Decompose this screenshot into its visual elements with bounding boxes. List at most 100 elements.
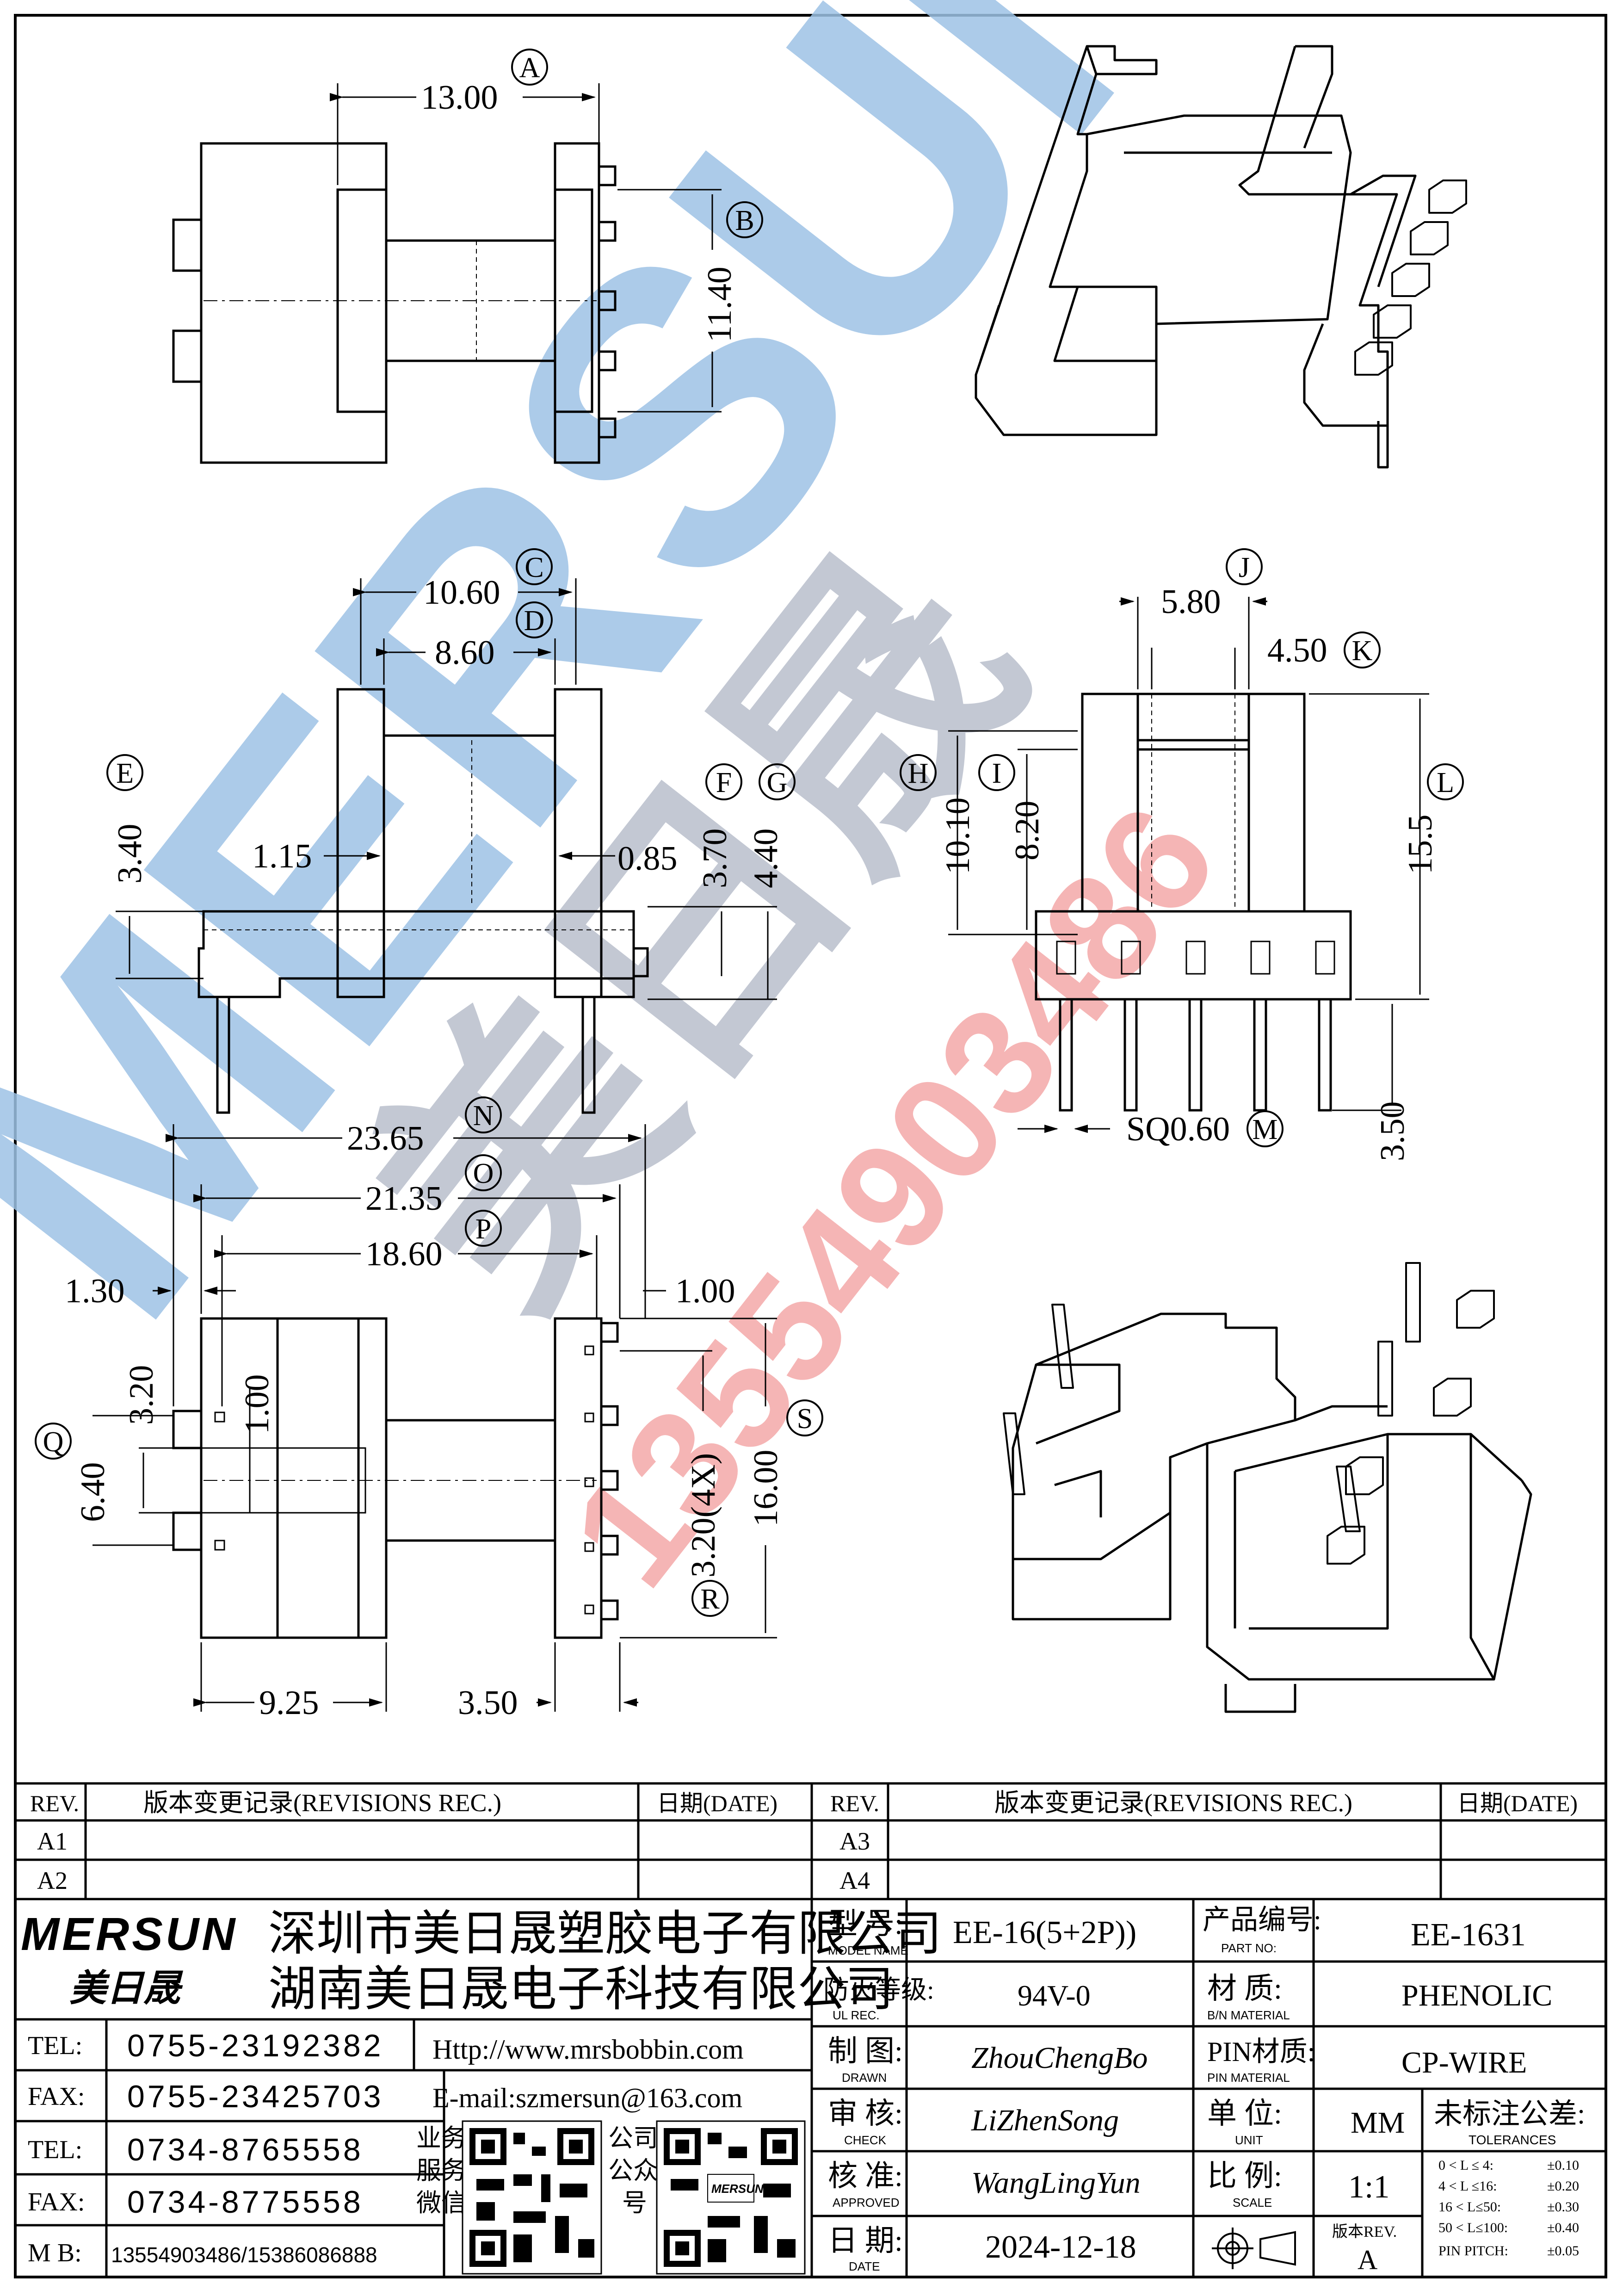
contact-value-2: 0755-23425703 <box>127 2079 383 2114</box>
dim-o: 21.35 <box>365 1180 443 1218</box>
dim-c: 10.60 <box>423 574 500 612</box>
company-name-2: 湖南美日晟电子科技有限公司 <box>268 1963 894 2016</box>
field-scale-cn: 比 例: <box>1207 2160 1282 2192</box>
field-pin-cn: PIN材质: <box>1207 2036 1315 2067</box>
field-pin-value: CP-WIRE <box>1401 2046 1527 2079</box>
field-drawn-cn: 制 图: <box>828 2035 903 2067</box>
callout-l: L <box>1437 767 1454 798</box>
contact-label-5: M B: <box>28 2239 82 2267</box>
field-rev-label: 版本REV. <box>1332 2223 1397 2240</box>
tol-val-3: ±0.30 <box>1547 2199 1579 2215</box>
field-unit-value: MM <box>1351 2106 1405 2140</box>
tol-range-2: 4 < L ≤16: <box>1438 2178 1497 2194</box>
field-drawn-en: DRAWN <box>842 2071 887 2085</box>
qr2-label-2: 公众 <box>608 2157 658 2185</box>
company-logo: MERSUN <box>21 1908 238 1960</box>
callout-b: B <box>735 205 754 236</box>
dim-n: 23.65 <box>347 1120 424 1157</box>
company-logo-cn: 美日晟 <box>69 1968 183 2009</box>
field-check-value: LiZhenSong <box>971 2104 1119 2137</box>
field-material-en: B/N MATERIAL <box>1207 2008 1290 2022</box>
qr1-label-1: 业务 <box>416 2124 466 2152</box>
dim-h: 10.10 <box>939 798 977 875</box>
rev-rec-left: 版本变更记录(REVISIONS REC.) <box>143 1789 501 1817</box>
tol-val-2: ±0.20 <box>1547 2178 1579 2194</box>
callout-f: F <box>716 767 732 798</box>
title-fields-right: 产品编号: PART NO: EE-1631 材 质: B/N MATERIAL… <box>1203 1905 1552 2275</box>
qr1-label-2: 服务 <box>416 2157 466 2185</box>
callout-c: C <box>525 552 543 583</box>
field-ul-en: UL REC. <box>833 2008 880 2022</box>
dim-1-00-right: 1.00 <box>675 1272 735 1310</box>
dim-f: 3.70 <box>696 829 734 889</box>
tol-range-1: 0 < L ≤ 4: <box>1438 2158 1493 2173</box>
field-date-en: DATE <box>849 2259 880 2273</box>
dim-b: 11.40 <box>701 266 739 342</box>
company-block: MERSUN 美日晟 深圳市美日晟塑胶电子有限公司 湖南美日晟电子科技有限公司 … <box>21 1907 942 2267</box>
title-block-grid <box>14 1782 1607 2278</box>
field-material-cn: 材 质: <box>1207 1972 1282 2005</box>
dim-e: 3.40 <box>111 824 149 884</box>
company-email: E-mail:szmersun@163.com <box>432 2083 742 2113</box>
dim-g: 4.40 <box>747 829 785 889</box>
rev-a1: A1 <box>37 1827 68 1855</box>
dim-1-30: 1.30 <box>65 1272 125 1310</box>
field-scale-value: 1:1 <box>1348 2169 1389 2205</box>
field-date-cn: 日 期: <box>828 2224 903 2257</box>
dim-l: 15.5 <box>1401 815 1439 875</box>
field-drawn-value: ZhouChengBo <box>971 2041 1148 2075</box>
qr1-label-3: 微信 <box>416 2189 466 2217</box>
watermark: MERSUN 美日晟 13554903486 <box>0 0 1319 1616</box>
field-check-cn: 审 核: <box>828 2097 903 2130</box>
dim-9-25: 9.25 <box>259 1684 319 1722</box>
tol-en: TOLERANCES <box>1469 2133 1556 2147</box>
field-scale-en: SCALE <box>1233 2196 1272 2209</box>
tol-title: 未标注公差: <box>1434 2098 1585 2130</box>
field-ul-cn: 防火等级: <box>823 1976 934 2005</box>
contact-value-3: 0734-8765558 <box>127 2132 364 2167</box>
dim-3-50: 3.50 <box>458 1684 518 1722</box>
field-rev-value: A <box>1358 2245 1377 2275</box>
contact-label-3: TEL: <box>28 2135 82 2164</box>
callout-g: G <box>767 767 788 798</box>
field-model-value: EE-16(5+2P)) <box>953 1915 1136 1950</box>
isometric-view-bottom <box>1003 1262 1532 1713</box>
callout-h: H <box>908 758 929 789</box>
field-model-cn: 型 号: <box>828 1907 903 1940</box>
callouts <box>35 49 1464 1617</box>
qr-code-business <box>462 2120 602 2275</box>
callout-k: K <box>1352 635 1373 667</box>
dim-m: SQ0.60 <box>1126 1110 1230 1148</box>
dim-i: 8.20 <box>1008 801 1046 861</box>
view-side <box>948 597 1429 1133</box>
dim-0-85: 0.85 <box>617 840 678 878</box>
contact-label-1: TEL: <box>28 2031 82 2060</box>
rev-date-right: 日期(DATE) <box>1457 1790 1578 1816</box>
rev-a4: A4 <box>839 1867 870 1894</box>
revision-table: REV. 版本变更记录(REVISIONS REC.) 日期(DATE) A1 … <box>30 1789 1578 1894</box>
field-approved-cn: 核 准: <box>828 2160 903 2192</box>
rev-a2: A2 <box>37 1867 68 1894</box>
field-approved-value: WangLingYun <box>971 2166 1141 2200</box>
qr2-label-3: 号 <box>622 2189 647 2217</box>
field-date-value: 2024-12-18 <box>985 2229 1136 2265</box>
dim-1-00-left: 1.00 <box>238 1374 276 1435</box>
isometric-view-top <box>975 45 1467 469</box>
dim-j: 5.80 <box>1161 583 1221 621</box>
tolerance-block: 未标注公差: TOLERANCES 0 < L ≤ 4: ±0.10 4 < L… <box>1434 2098 1585 2259</box>
callout-p: P <box>475 1213 491 1245</box>
callout-d: D <box>524 605 545 637</box>
callout-m: M <box>1252 1114 1277 1145</box>
view-bottom <box>93 1124 777 1712</box>
view-front <box>116 578 777 1114</box>
dim-m2: 3.50 <box>1374 1102 1412 1162</box>
contact-value-5: 13554903486/15386086888 <box>111 2243 377 2267</box>
view-top <box>172 83 722 464</box>
callout-o: O <box>473 1158 494 1189</box>
callout-i: I <box>992 758 1002 789</box>
callout-n: N <box>473 1100 494 1132</box>
field-material-value: PHENOLIC <box>1401 1979 1552 2012</box>
field-part-en: PART NO: <box>1221 1941 1277 1955</box>
qr-logo: MERSUN <box>711 2182 764 2196</box>
field-check-en: CHECK <box>844 2133 887 2147</box>
